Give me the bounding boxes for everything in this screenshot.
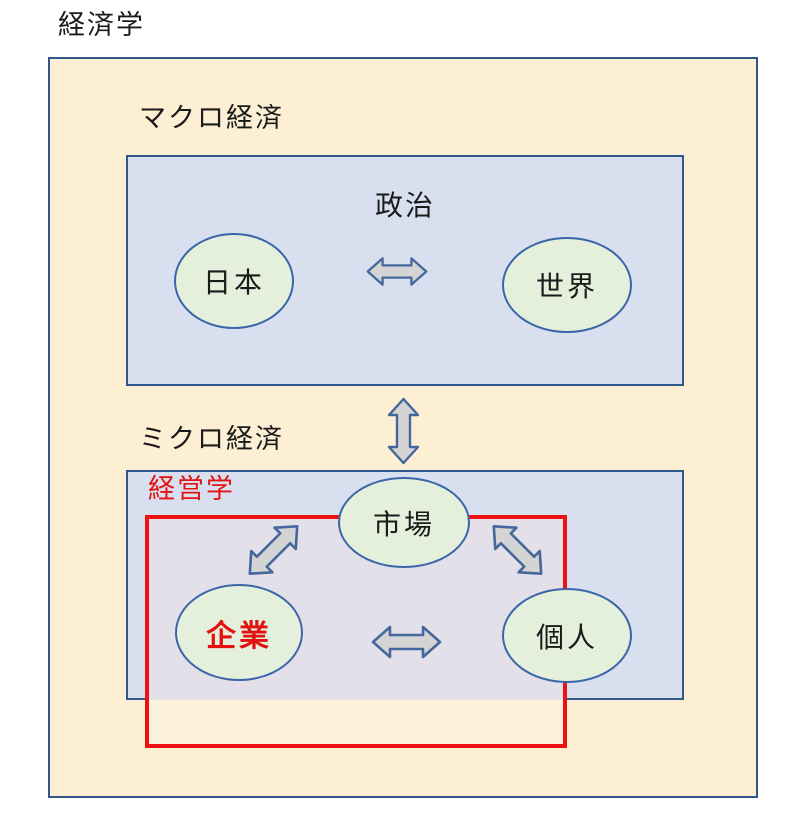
double-arrow-vertical-macro-micro-icon [387,397,420,465]
double-arrow-diagonal-market-company-icon [236,512,312,588]
company-node-label: 企業 [206,619,272,653]
management-box-overlap-on-cream [149,700,563,744]
double-arrow-horizontal-japan-world-icon [366,254,428,289]
management-studies-label: 経営学 [148,474,235,504]
world-node-label: 世界 [535,271,598,302]
macro-economy-label: マクロ経済 [139,103,284,133]
company-node: 企業 [175,584,303,681]
market-node-label: 市場 [372,508,435,540]
double-arrow-horizontal-company-individual-icon [371,623,442,661]
micro-economy-label: ミクロ経済 [139,424,284,454]
diagram-title: 経済学 [58,10,145,40]
individual-node: 個人 [502,588,632,683]
individual-node-label: 個人 [535,621,598,653]
market-node: 市場 [338,477,470,568]
world-node: 世界 [502,237,632,333]
japan-node: 日本 [174,233,294,329]
japan-node-label: 日本 [202,267,265,298]
politics-label: 政治 [374,190,435,221]
double-arrow-diagonal-market-individual-icon [480,512,556,588]
